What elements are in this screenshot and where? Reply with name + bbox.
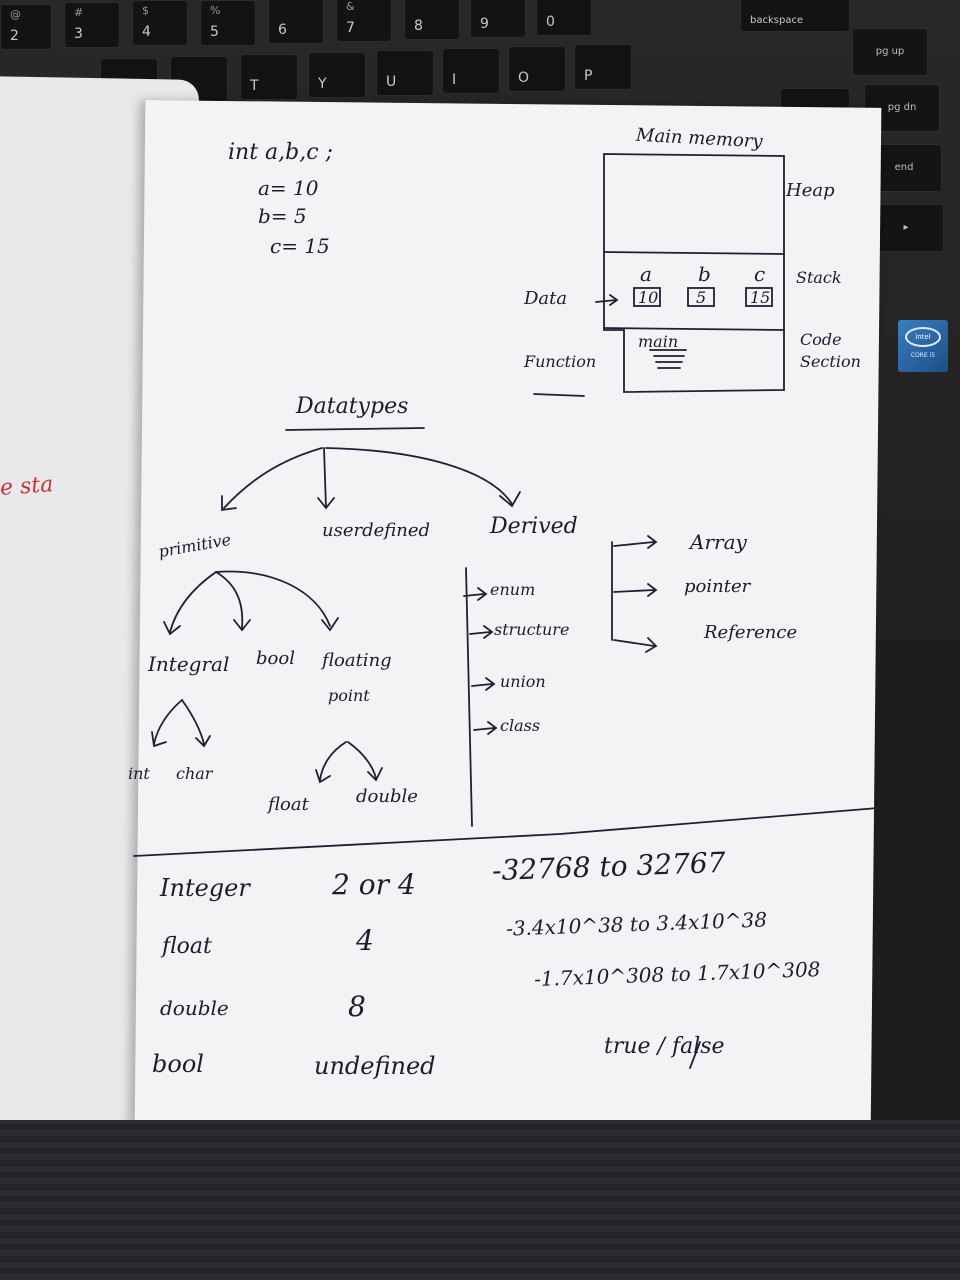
key-i: I	[442, 48, 500, 94]
code-declaration: int a,b,c ;	[228, 140, 333, 165]
function-label: Function	[524, 352, 597, 371]
branch-to-userdefined	[317, 447, 335, 510]
main-memory-box	[603, 153, 785, 393]
user-item-enum: enum	[490, 580, 536, 599]
code-assign-c: c= 15	[270, 234, 330, 258]
row-float-size: 4	[356, 924, 374, 957]
char-label: char	[176, 764, 213, 783]
key-4: $4	[132, 0, 188, 46]
point-label: point	[328, 686, 370, 705]
intel-logo: intel	[905, 327, 941, 347]
heap-stack-divider	[603, 251, 785, 255]
derived-label: Derived	[490, 514, 578, 539]
key-0: 0	[536, 0, 592, 36]
datatypes-heading: Datatypes	[296, 394, 409, 419]
key-t: T	[240, 54, 298, 100]
box-b	[687, 287, 715, 307]
row-bool-range: true / false	[604, 1034, 725, 1059]
key-backspace: backspace	[740, 0, 850, 32]
key-7: &7	[336, 0, 392, 42]
key-u: U	[376, 50, 434, 96]
box-c	[745, 287, 773, 307]
row-float-type: float	[162, 934, 212, 959]
var-a-name: a	[640, 262, 652, 286]
double-label: double	[356, 786, 418, 807]
integral-label: Integral	[148, 652, 230, 676]
row-integer-size: 2 or 4	[332, 868, 416, 901]
var-b-name: b	[698, 262, 711, 286]
row-double-size: 8	[348, 990, 366, 1023]
branch-to-derived	[325, 447, 521, 508]
key-6: 6	[268, 0, 324, 44]
row-double-type: double	[160, 996, 229, 1020]
row-bool-type: bool	[152, 1050, 204, 1078]
key-arrow-right: ▸	[868, 204, 944, 252]
var-c-value: 15	[750, 288, 771, 307]
userdefined-label: userdefined	[322, 520, 431, 541]
heap-label: Heap	[786, 180, 835, 201]
code-assign-b: b= 5	[258, 204, 307, 228]
key-p: P	[574, 44, 632, 90]
bool-label: bool	[256, 648, 295, 669]
key-pg-up: pg up	[852, 28, 928, 76]
derived-item-reference: Reference	[704, 622, 798, 643]
main-label: main	[638, 332, 679, 351]
key-y: Y	[308, 52, 366, 98]
user-item-class: class	[500, 716, 541, 735]
data-arrow	[595, 294, 619, 306]
row-integer-type: Integer	[160, 874, 250, 902]
data-label: Data	[524, 288, 568, 309]
user-item-structure: structure	[494, 620, 570, 639]
derived-item-array: Array	[690, 530, 747, 554]
var-c-name: c	[754, 262, 766, 286]
key-9: 9	[470, 0, 526, 38]
section-divider	[133, 807, 879, 857]
code-section-label-2: Section	[800, 352, 861, 371]
branch-to-primitive	[221, 447, 323, 512]
var-a-value: 10	[638, 288, 659, 307]
intel-sticker: intel CORE i5	[898, 320, 948, 372]
code-section-label-1: Code	[800, 330, 842, 349]
float-label: float	[268, 794, 309, 815]
fabric-background	[0, 1120, 960, 1280]
key-o: O	[508, 46, 566, 92]
key-8: 8	[404, 0, 460, 40]
key-2: @2	[0, 4, 52, 50]
key-5: %5	[200, 0, 256, 46]
stack-code-divider	[603, 327, 785, 331]
int-label: int	[128, 764, 150, 783]
key-3: #3	[64, 2, 120, 48]
box-a	[633, 287, 661, 307]
var-b-value: 5	[696, 288, 707, 307]
stack-label: Stack	[796, 268, 842, 287]
row-bool-size: undefined	[314, 1052, 436, 1080]
user-item-union: union	[500, 672, 546, 691]
floating-label: floating	[322, 650, 392, 671]
intel-core-label: CORE i5	[910, 352, 936, 359]
arrow-right-icon: ▸	[903, 222, 909, 233]
code-assign-a: a= 10	[258, 176, 319, 200]
derived-item-pointer: pointer	[684, 576, 751, 597]
